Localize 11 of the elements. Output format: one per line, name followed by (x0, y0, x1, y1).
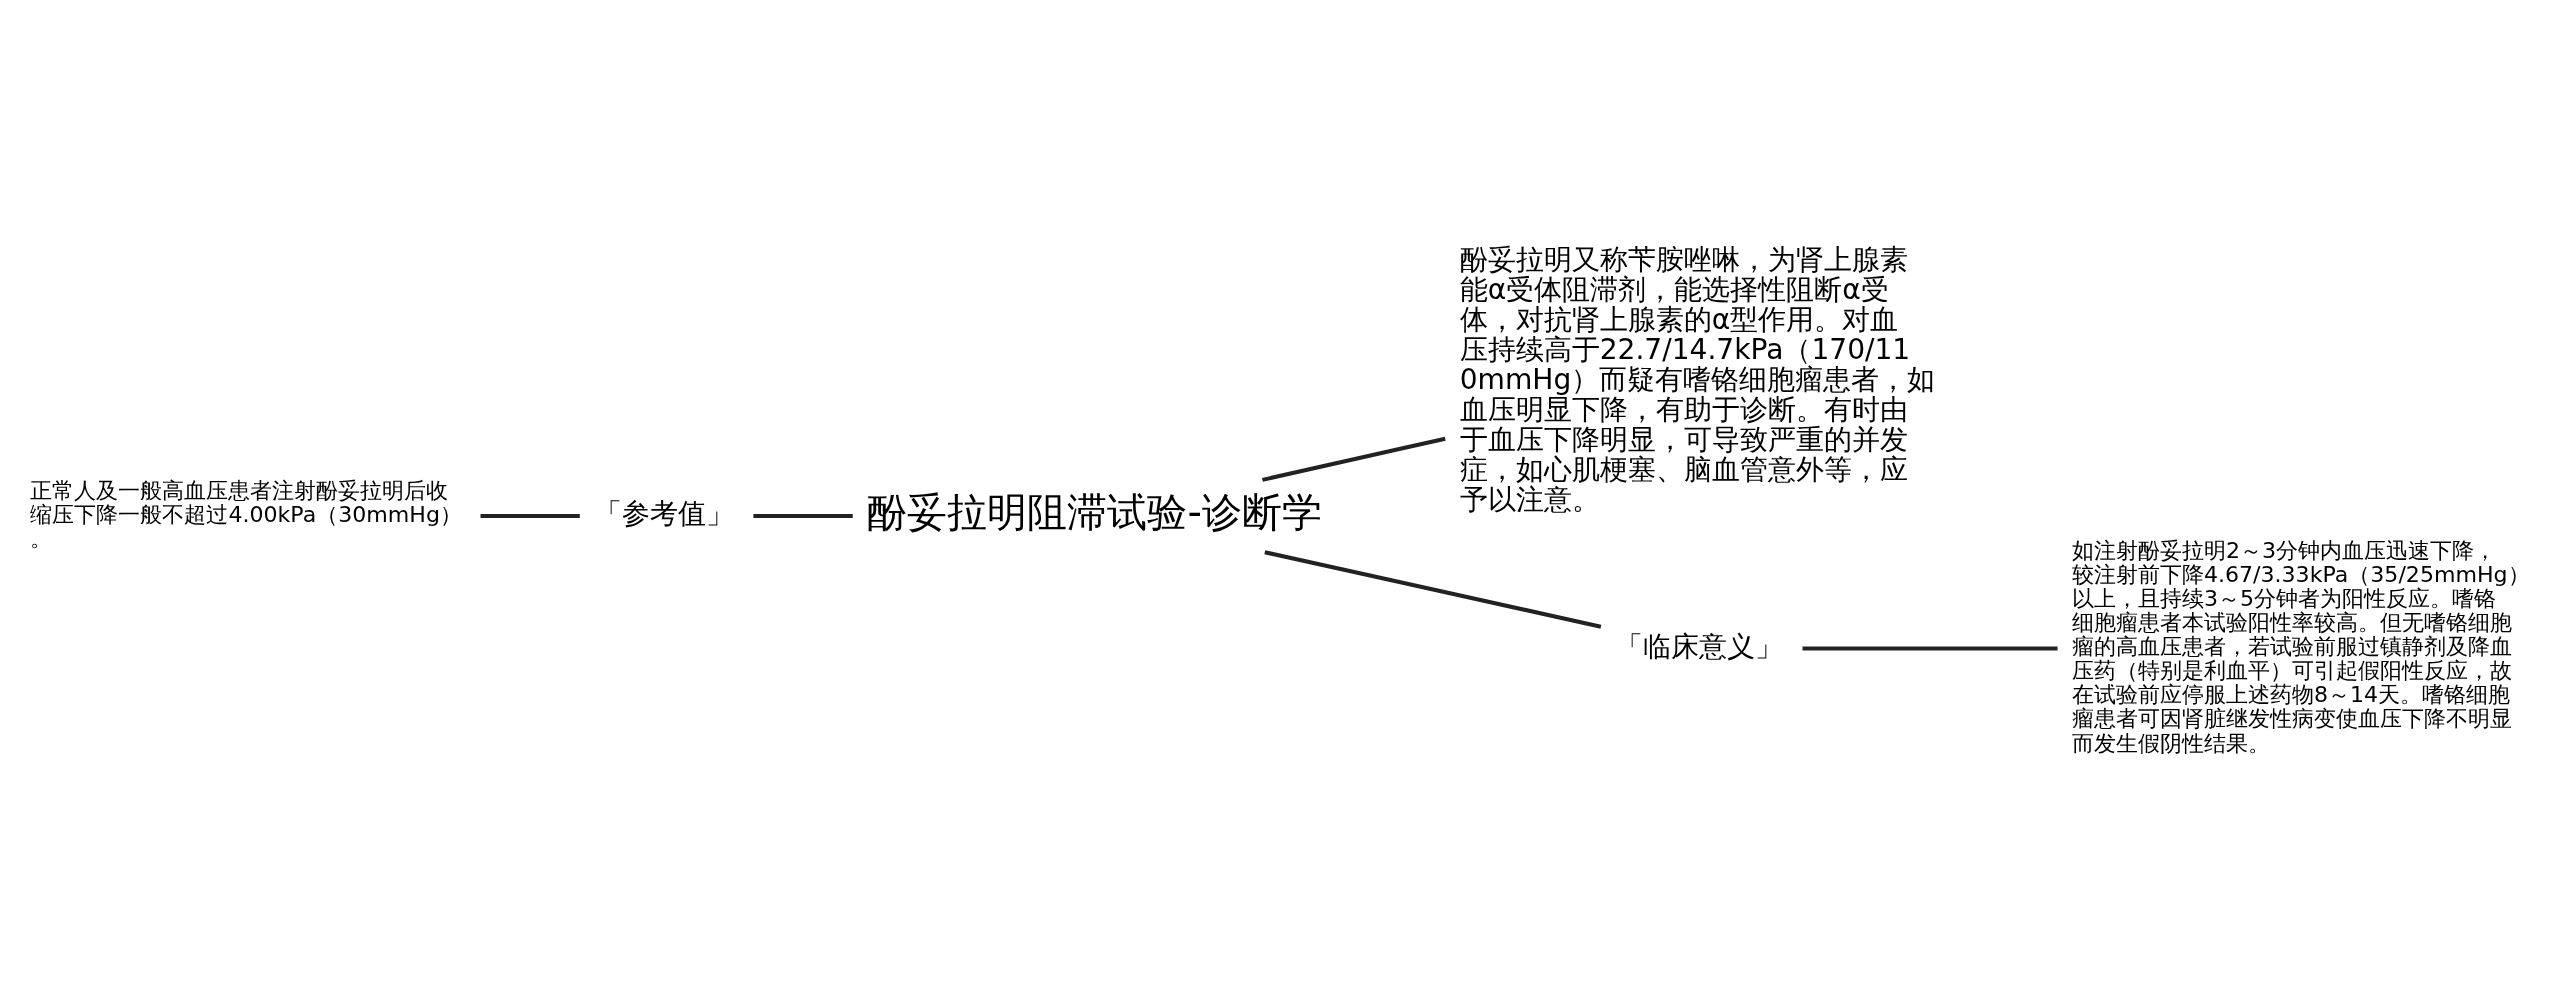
node-text: 「临床意义」 (1615, 629, 1784, 663)
node-text: 如注射酚妥拉明2～3分钟内血压迅速下降，较注射前下降4.67/3.33kPa（35/25mmHg）以上，且持续3～5分钟者为阳性反应。嗜铬细胞瘤患者本试验阳性率较高。但无嗜铬细胞瘤的高血压患者，若试验前服过镇静剂及降血压药（特别是利血平）可引起假阳性反应，故在试验前应停服上述药物8～14天。嗜铬细胞瘤患者可因肾脏继发性病变使血压下降不明显而发生假阴性结果。 (2071, 537, 2530, 756)
connector (1264, 549, 1602, 629)
connector (753, 513, 853, 518)
node-text: 「参考值」 (594, 496, 735, 530)
connector (1262, 436, 1446, 482)
node-text: 正常人及一般高血压患者注射酚妥拉明后收缩压下降一般不超过4.00kPa（30mmHg）。 (30, 477, 462, 551)
node-text: 酚妥拉明又称苄胺唑啉，为肾上腺素能α受体阻滞剂，能选择性阻断α受体，对抗肾上腺素的α型作用。对血压持续高于22.7/14.7kPa（170/110mmHg）而疑有嗜铬细胞瘤患者，如血压明显下降，有助于诊断。有时由于血压下降明显，可导致严重的并发症，如心肌梗塞、脑血管意外等，应予以注意。 (1459, 242, 1936, 516)
node-text: 酚妥拉明阻滞试验-诊断学 (867, 488, 1322, 535)
connector (1802, 646, 2058, 651)
connector (480, 513, 580, 518)
